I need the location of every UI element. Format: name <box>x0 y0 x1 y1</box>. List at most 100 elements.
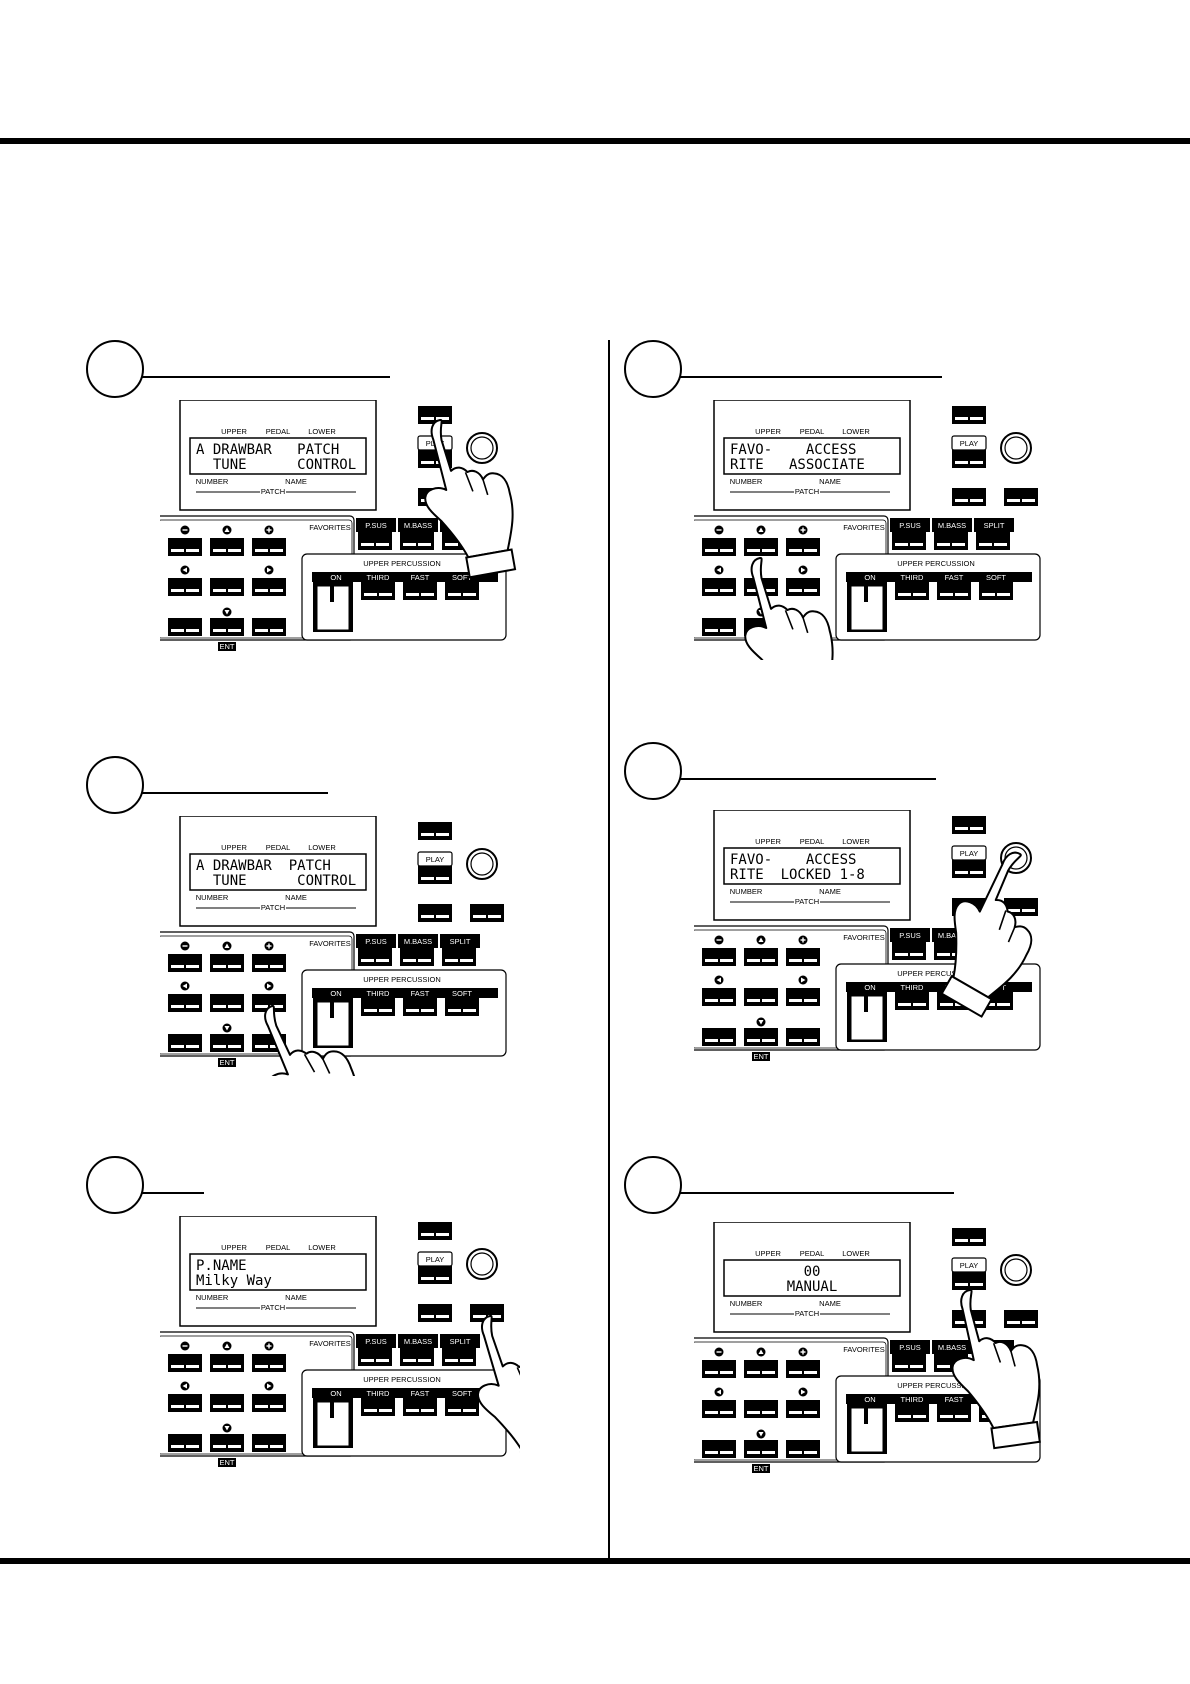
lower-right-button[interactable] <box>1004 1310 1038 1328</box>
up-arrow-button[interactable] <box>210 1354 244 1372</box>
third-button[interactable] <box>895 1404 929 1422</box>
third-button[interactable] <box>361 582 395 600</box>
minus-button[interactable] <box>702 948 736 966</box>
soft-button[interactable] <box>445 1398 479 1416</box>
up-arrow-button[interactable] <box>210 954 244 972</box>
right-arrow-button[interactable] <box>786 988 820 1006</box>
value-knob[interactable] <box>466 1248 498 1280</box>
up-arrow-button[interactable] <box>744 1360 778 1378</box>
fast-button[interactable] <box>403 1398 437 1416</box>
right-arrow-button[interactable] <box>786 1400 820 1418</box>
psus-button[interactable] <box>358 532 392 550</box>
value-knob[interactable] <box>1000 1254 1032 1286</box>
bottom-left-button[interactable] <box>168 618 202 636</box>
down-arrow-button[interactable] <box>210 618 244 636</box>
minus-button[interactable] <box>702 1360 736 1378</box>
lower-right-button[interactable] <box>1004 488 1038 506</box>
play-button[interactable] <box>418 1266 452 1284</box>
lower-left-button[interactable] <box>418 1304 452 1322</box>
on-button[interactable] <box>313 998 353 1048</box>
play-button[interactable] <box>952 860 986 878</box>
on-button[interactable] <box>313 1398 353 1448</box>
bottom-right-button[interactable] <box>786 1440 820 1458</box>
mbass-button[interactable] <box>400 1348 434 1366</box>
on-button[interactable] <box>847 582 887 632</box>
bottom-right-button[interactable] <box>252 618 286 636</box>
down-arrow-button[interactable] <box>210 1434 244 1452</box>
left-arrow-button[interactable] <box>168 578 202 596</box>
center-button[interactable] <box>744 988 778 1006</box>
top-right-button[interactable] <box>952 816 986 834</box>
plus-button[interactable] <box>252 954 286 972</box>
bottom-left-button[interactable] <box>702 1440 736 1458</box>
soft-button[interactable] <box>445 998 479 1016</box>
left-arrow-button[interactable] <box>702 578 736 596</box>
mbass-button[interactable] <box>400 948 434 966</box>
center-button[interactable] <box>210 578 244 596</box>
split-button[interactable] <box>442 948 476 966</box>
psus-button[interactable] <box>358 1348 392 1366</box>
third-button[interactable] <box>361 1398 395 1416</box>
psus-button[interactable] <box>892 942 926 960</box>
play-button[interactable] <box>952 1272 986 1290</box>
up-arrow-button[interactable] <box>744 948 778 966</box>
minus-button[interactable] <box>168 954 202 972</box>
split-button[interactable] <box>442 1348 476 1366</box>
minus-button[interactable] <box>168 1354 202 1372</box>
mbass-button[interactable] <box>934 532 968 550</box>
plus-button[interactable] <box>786 948 820 966</box>
on-button[interactable] <box>847 1404 887 1454</box>
left-arrow-button[interactable] <box>702 988 736 1006</box>
center-button[interactable] <box>210 1394 244 1412</box>
up-arrow-button[interactable] <box>744 538 778 556</box>
bottom-left-button[interactable] <box>168 1434 202 1452</box>
minus-button[interactable] <box>702 538 736 556</box>
third-button[interactable] <box>895 992 929 1010</box>
bottom-right-button[interactable] <box>786 1028 820 1046</box>
soft-button[interactable] <box>445 582 479 600</box>
psus-button[interactable] <box>358 948 392 966</box>
right-arrow-button[interactable] <box>786 578 820 596</box>
play-button[interactable] <box>418 866 452 884</box>
psus-button[interactable] <box>892 532 926 550</box>
minus-button[interactable] <box>168 538 202 556</box>
top-right-button[interactable] <box>952 1228 986 1246</box>
bottom-right-button[interactable] <box>252 1434 286 1452</box>
lower-left-button[interactable] <box>418 904 452 922</box>
mbass-button[interactable] <box>400 532 434 550</box>
plus-button[interactable] <box>252 1354 286 1372</box>
top-right-button[interactable] <box>418 406 452 424</box>
fast-button[interactable] <box>937 582 971 600</box>
lower-right-button[interactable] <box>1004 898 1038 916</box>
fast-button[interactable] <box>403 582 437 600</box>
plus-button[interactable] <box>786 538 820 556</box>
plus-button[interactable] <box>252 538 286 556</box>
down-arrow-button[interactable] <box>210 1034 244 1052</box>
top-right-button[interactable] <box>418 1222 452 1240</box>
left-arrow-button[interactable] <box>168 1394 202 1412</box>
down-arrow-button[interactable] <box>744 1028 778 1046</box>
lower-left-button[interactable] <box>952 488 986 506</box>
plus-button[interactable] <box>786 1360 820 1378</box>
value-knob[interactable] <box>1000 432 1032 464</box>
center-button[interactable] <box>210 994 244 1012</box>
down-arrow-button[interactable] <box>744 1440 778 1458</box>
soft-button[interactable] <box>979 582 1013 600</box>
third-button[interactable] <box>895 582 929 600</box>
fast-button[interactable] <box>403 998 437 1016</box>
center-button[interactable] <box>744 1400 778 1418</box>
psus-button[interactable] <box>892 1354 926 1372</box>
on-button[interactable] <box>847 992 887 1042</box>
on-button[interactable] <box>313 582 353 632</box>
up-arrow-button[interactable] <box>210 538 244 556</box>
right-arrow-button[interactable] <box>252 578 286 596</box>
lower-right-button[interactable] <box>470 904 504 922</box>
bottom-left-button[interactable] <box>168 1034 202 1052</box>
split-button[interactable] <box>976 532 1010 550</box>
left-arrow-button[interactable] <box>168 994 202 1012</box>
fast-button[interactable] <box>937 1404 971 1422</box>
left-arrow-button[interactable] <box>702 1400 736 1418</box>
value-knob[interactable] <box>466 848 498 880</box>
bottom-left-button[interactable] <box>702 618 736 636</box>
top-right-button[interactable] <box>418 822 452 840</box>
